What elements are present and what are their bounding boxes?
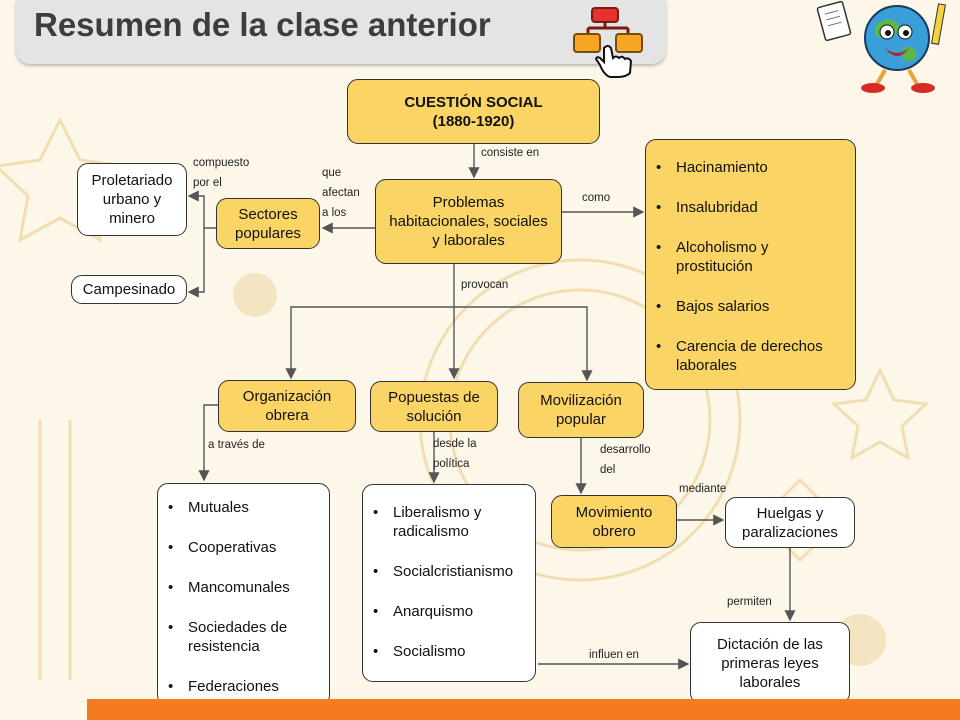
mobilization-box: Movilización popular xyxy=(518,382,644,438)
list-item: Socialcristianismo xyxy=(373,562,535,581)
strikes-box: Huelgas y paralizaciones xyxy=(725,497,855,548)
link-label-como: como xyxy=(582,192,611,204)
proletariat-box: Proletariado urbano y minero xyxy=(77,163,187,236)
link-label-que-afectan: que afectan a los xyxy=(322,167,360,219)
link-label-consiste: consiste en xyxy=(481,147,540,159)
organization-types-list-box: Mutuales Cooperativas Mancomunales Socie… xyxy=(157,483,330,706)
link-label-mediante: mediante xyxy=(679,483,727,495)
list-item: Bajos salarios xyxy=(656,297,855,316)
list-item: Hacinamiento xyxy=(656,158,855,177)
list-item: Socialismo xyxy=(373,642,535,661)
ideologies-list-box: Liberalismo y radicalismo Socialcristian… xyxy=(362,484,536,682)
labor-laws-box: Dictación de las primeras leyes laborale… xyxy=(690,622,850,704)
list-item: Sociedades de resistencia xyxy=(168,618,329,656)
list-item: Liberalismo y radicalismo xyxy=(373,503,535,541)
page-title: Resumen de la clase anterior xyxy=(34,6,491,43)
conditions-list-box: Hacinamiento Insalubridad Alcoholismo y … xyxy=(645,139,856,390)
worker-movement-box: Movimiento obrero xyxy=(551,495,677,548)
sectors-box: Sectores populares xyxy=(216,198,320,249)
concept-map-hand-icon xyxy=(573,7,643,78)
proposals-box: Popuestas de solución xyxy=(370,381,498,432)
list-item: Mancomunales xyxy=(168,578,329,597)
link-label-permiten: permiten xyxy=(727,596,772,608)
link-label-desde: desde la política xyxy=(433,438,477,470)
link-label-a-traves: a través de xyxy=(208,439,265,451)
globe-mascot-icon xyxy=(816,0,946,93)
list-item: Cooperativas xyxy=(168,538,329,557)
bottom-accent-bar xyxy=(87,699,960,720)
link-label-influencian: influen en xyxy=(589,649,639,661)
peasants-box: Campesinado xyxy=(71,275,187,304)
list-item: Carencia de derechos laborales xyxy=(656,337,855,375)
list-item: Mutuales xyxy=(168,498,329,517)
link-label-provocan: provocan xyxy=(461,279,509,291)
main-concept-box: CUESTIÓN SOCIAL (1880-1920) xyxy=(347,79,600,144)
worker-organization-box: Organización obrera xyxy=(218,380,356,432)
title-bar: Resumen de la clase anterior xyxy=(16,0,666,64)
list-item: Anarquismo xyxy=(373,602,535,621)
link-label-desarrollo: desarrollo del xyxy=(600,444,651,476)
list-item: Insalubridad xyxy=(656,198,855,217)
list-item: Federaciones xyxy=(168,677,329,696)
list-item: Alcoholismo y prostitución xyxy=(656,238,855,276)
problems-box: Problemas habitacionales, sociales y lab… xyxy=(375,179,562,264)
link-label-compuesto: compuesto por el xyxy=(193,157,250,189)
